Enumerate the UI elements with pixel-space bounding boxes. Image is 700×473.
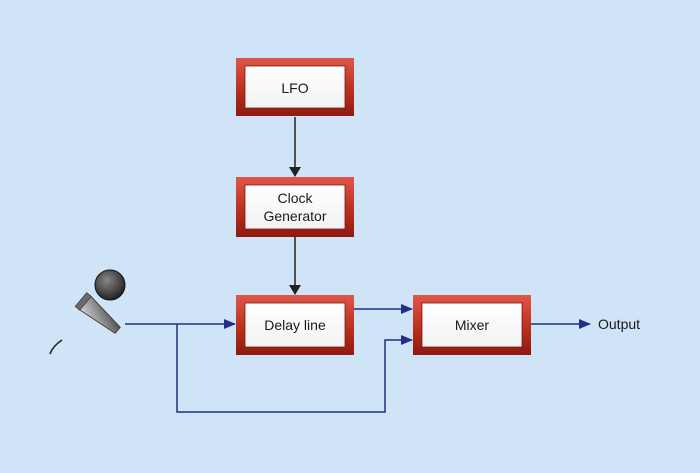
output-label: Output (598, 316, 640, 332)
lfo-block: LFO (236, 58, 354, 116)
microphone-icon (49, 269, 126, 355)
delay-line-label: Delay line (264, 317, 326, 333)
lfo-label: LFO (281, 80, 308, 96)
delay-line-block: Delay line (236, 295, 354, 355)
dry-bypass-path (176, 324, 413, 413)
mixer-label: Mixer (455, 317, 490, 333)
clock-label-line2: Generator (263, 208, 326, 224)
clock-generator-block: Clock Generator (236, 177, 354, 237)
mixer-block: Mixer (413, 295, 531, 355)
clock-label-line1: Clock (277, 190, 313, 206)
